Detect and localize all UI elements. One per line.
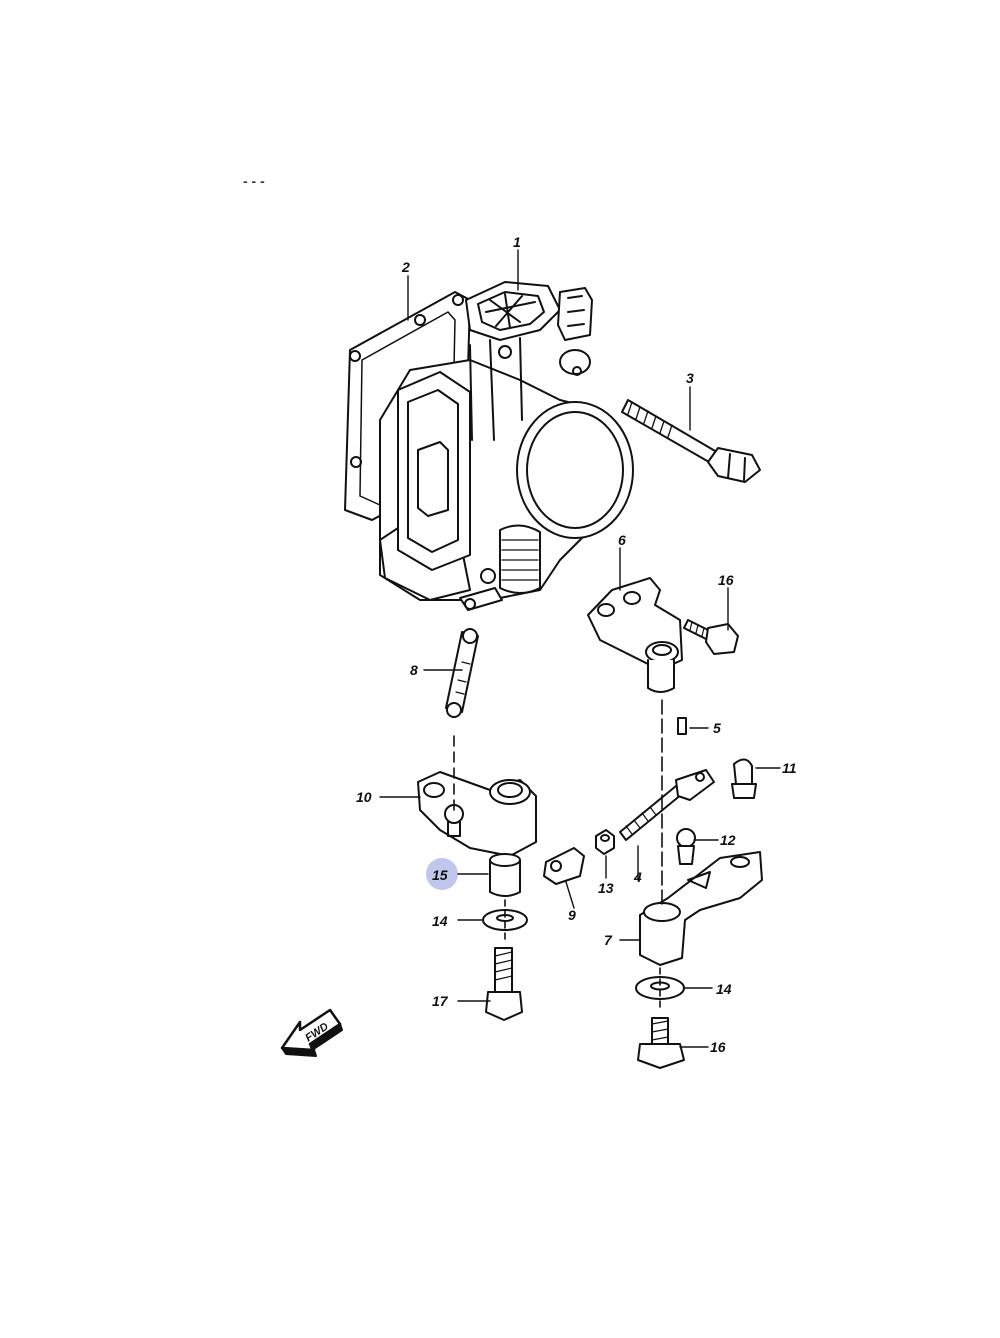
link-rod-part-8 (445, 628, 479, 718)
callout-7: 7 (604, 932, 613, 948)
callout-12: 12 (720, 832, 736, 848)
callout-5: 5 (713, 720, 721, 736)
long-bolt-part-3 (621, 399, 761, 483)
callout-4: 4 (633, 869, 642, 885)
callout-17: 17 (432, 993, 449, 1009)
callout-14-left: 14 (432, 913, 448, 929)
bolt-part-16-upper (683, 619, 739, 655)
bolt-part-17 (485, 947, 523, 1021)
callout-13: 13 (598, 880, 614, 896)
callout-14-right: 14 (716, 981, 732, 997)
throttle-body-part-1 (379, 281, 634, 611)
washer-part-14-left (482, 909, 528, 931)
assembly-lines (453, 699, 663, 1013)
fwd-arrow-icon: FWD (280, 1008, 343, 1057)
collar-part-15 (489, 853, 521, 897)
ball-stud-part-12 (676, 828, 696, 865)
lever-part-10 (417, 771, 537, 857)
nut-part-13 (595, 829, 615, 855)
callout-10: 10 (356, 789, 372, 805)
callout-16-lower: 16 (710, 1039, 726, 1055)
callout-15: 15 (432, 867, 448, 883)
header-marks: - - - (243, 173, 265, 189)
callout-leaders (379, 249, 781, 1048)
callout-labels: 1 2 3 4 5 6 7 8 9 10 11 12 13 14 14 15 1… (356, 234, 797, 1055)
bolt-part-16-lower (637, 1017, 685, 1069)
callout-6: 6 (618, 532, 626, 548)
ball-stud-part-11 (731, 758, 757, 799)
callout-15-highlight (426, 858, 458, 890)
callout-8: 8 (410, 662, 418, 678)
callout-2: 2 (401, 259, 410, 275)
callout-9: 9 (568, 907, 576, 923)
callout-16-upper: 16 (718, 572, 734, 588)
callout-3: 3 (686, 370, 694, 386)
bracket-part-6 (587, 577, 683, 693)
rod-end-part-9 (543, 847, 585, 885)
lever-part-7 (639, 851, 763, 966)
callout-11: 11 (782, 760, 797, 776)
pin-part-5 (677, 717, 687, 735)
callout-1: 1 (513, 234, 521, 250)
threaded-rod-part-4 (619, 769, 715, 841)
